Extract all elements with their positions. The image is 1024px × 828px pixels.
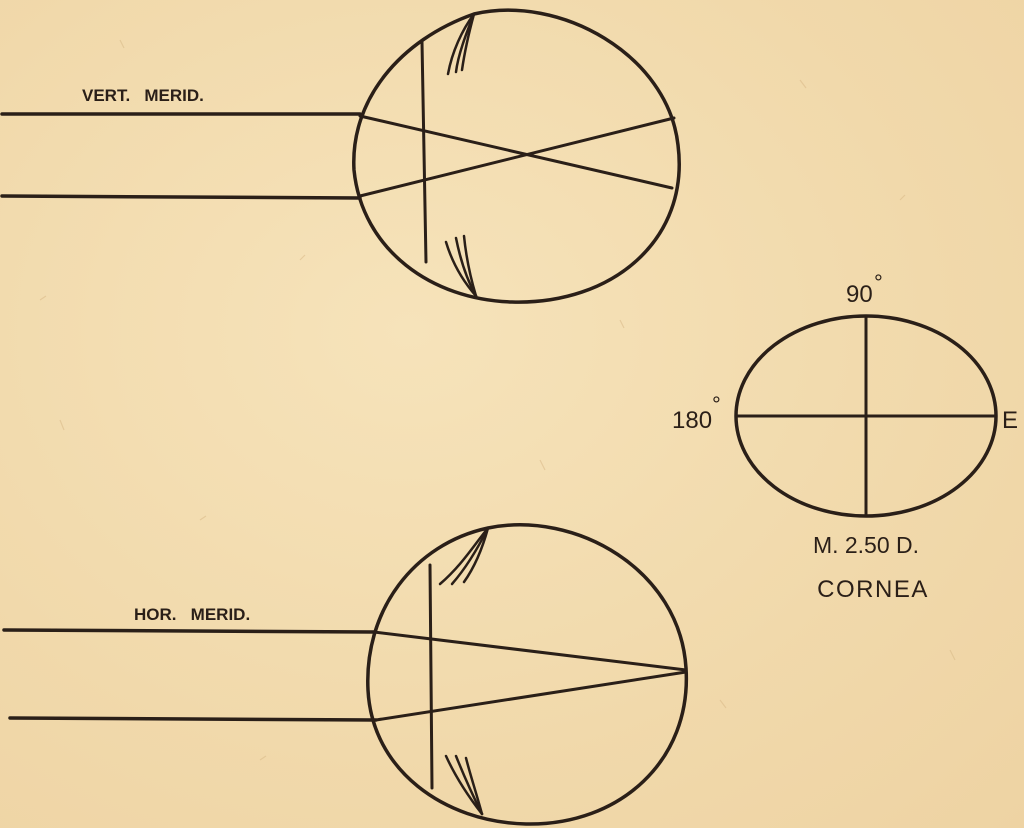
top-ciliary-fibers-upper (446, 12, 476, 76)
bottom-incident-ray-lower (8, 716, 378, 722)
hor-merid-label: HOR. MERID. (134, 605, 250, 624)
degree-180-label: 180 (672, 407, 712, 434)
top-incident-ray-lower (0, 194, 362, 200)
degree-180-mark: ° (712, 392, 721, 417)
bottom-ciliary-fibers-upper (438, 526, 490, 586)
bottom-eyeball-outline (366, 523, 689, 826)
degree-90-label: 90 (846, 281, 873, 308)
top-refracted-ray-down (358, 114, 674, 190)
cornea-diagram: 90 ° 180 ° E M. 2.50 D. CORNEA (672, 270, 1018, 603)
bottom-incident-ray-upper (2, 628, 376, 634)
east-label: E (1002, 407, 1018, 434)
bottom-lens-line (428, 563, 434, 790)
vert-merid-label: VERT. MERID. (82, 86, 204, 105)
degree-90-mark: ° (874, 270, 883, 295)
horizontal-meridian-eye: HOR. MERID. (2, 523, 689, 826)
cornea-power-label: M. 2.50 D. (813, 532, 919, 558)
top-ciliary-fibers-lower (444, 234, 478, 298)
bottom-refracted-ray-upper (372, 630, 688, 672)
top-lens-line (420, 40, 428, 264)
cornea-title-label: CORNEA (817, 576, 929, 603)
top-refracted-ray-up (358, 116, 676, 198)
vertical-meridian-eye: VERT. MERID. (0, 8, 681, 304)
bottom-ciliary-fibers-lower (444, 754, 484, 816)
bottom-refracted-ray-lower (374, 670, 688, 722)
paper-texture (39, 39, 956, 761)
